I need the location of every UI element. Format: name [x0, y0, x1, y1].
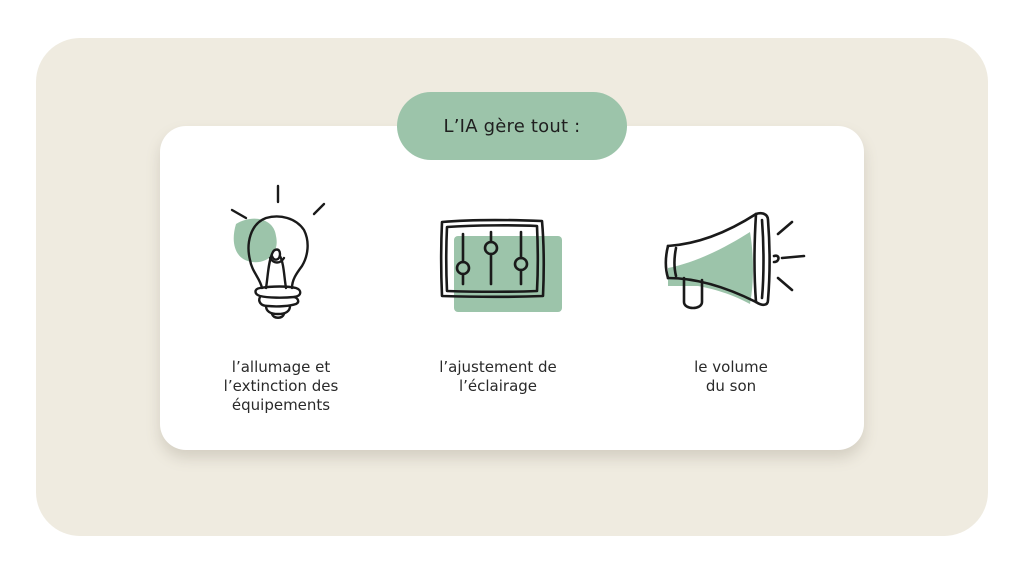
- feature-label: l’ajustement de l’éclairage: [439, 358, 557, 395]
- sliders-icon: [436, 214, 566, 319]
- feature-label: l’allumage et l’extinction des équipemen…: [223, 358, 339, 414]
- title-badge: L’IA gère tout :: [397, 92, 627, 160]
- lightbulb-icon: [222, 180, 332, 330]
- feature-label: le volume du son: [694, 358, 768, 395]
- megaphone-icon: [658, 206, 818, 316]
- page-title: L’IA gère tout :: [443, 115, 581, 137]
